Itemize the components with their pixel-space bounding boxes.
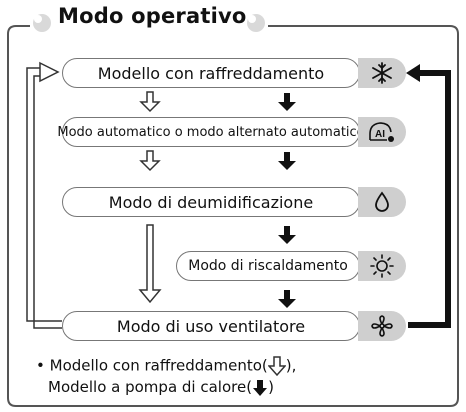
mode-cooling-icon-cap: [358, 58, 406, 88]
legend-heatpump-close: ): [268, 378, 274, 396]
solid-arrow-4: [278, 290, 296, 308]
mode-dehumidification-label: Modo di deumidificazione: [108, 192, 314, 212]
mode-auto-label: Modo automatico o modo alternato automat…: [57, 124, 365, 140]
mode-dehumidification-icon-cap: [358, 187, 406, 217]
ai-icon: AI: [369, 122, 394, 142]
mode-dehumidification: Modo di deumidificazione: [62, 187, 360, 217]
mode-fan-icon-cap: [358, 311, 406, 341]
left-return-arrowhead: [39, 61, 60, 83]
solid-arrow-3: [278, 226, 296, 244]
fan-icon: [371, 315, 393, 337]
sun-icon: [370, 254, 394, 278]
solid-arrow-1: [278, 93, 296, 111]
mode-fan: Modo di uso ventilatore: [62, 311, 360, 341]
mode-heating-icon-cap: [358, 251, 406, 281]
title-bullet-left-icon: [33, 14, 51, 32]
title-bullet-right-icon: [247, 14, 265, 32]
hollow-arrow-long: [138, 224, 162, 304]
hollow-arrow-1: [139, 91, 161, 113]
diagram-title: Modo operativo: [58, 4, 247, 28]
solid-arrow-2: [278, 152, 296, 170]
left-return-loop: [26, 67, 62, 329]
solid-arrow-legend-icon: [253, 379, 268, 396]
mode-fan-label: Modo di uso ventilatore: [116, 316, 306, 336]
water-drop-icon: [375, 191, 389, 212]
hollow-arrow-2: [139, 150, 161, 172]
mode-cooling: Modello con raffreddamento: [62, 58, 360, 88]
legend-cooling-line: • Modello con raffreddamento(),: [36, 356, 296, 376]
mode-heating: Modo di riscaldamento: [176, 251, 360, 281]
mode-auto: Modo automatico o modo alternato automat…: [57, 117, 365, 147]
mode-heating-label: Modo di riscaldamento: [188, 258, 348, 274]
right-return-arrowhead: [406, 64, 420, 82]
mode-auto-icon-cap: AI: [358, 117, 406, 147]
hollow-arrow-legend-icon: [267, 356, 286, 376]
mode-cooling-label: Modello con raffreddamento: [97, 63, 325, 83]
right-return-loop: [408, 70, 451, 328]
svg-text:AI: AI: [375, 129, 385, 140]
legend-bullet: •: [36, 356, 45, 375]
frame-border: [7, 25, 459, 407]
legend-heatpump-text: Modello a pompa di calore(: [48, 378, 253, 396]
snowflake-icon: [372, 62, 392, 84]
legend-cooling-close: ),: [285, 356, 297, 375]
legend-cooling-text: Modello con raffreddamento(: [49, 356, 268, 375]
legend-heatpump-line: Modello a pompa di calore(): [48, 378, 274, 397]
